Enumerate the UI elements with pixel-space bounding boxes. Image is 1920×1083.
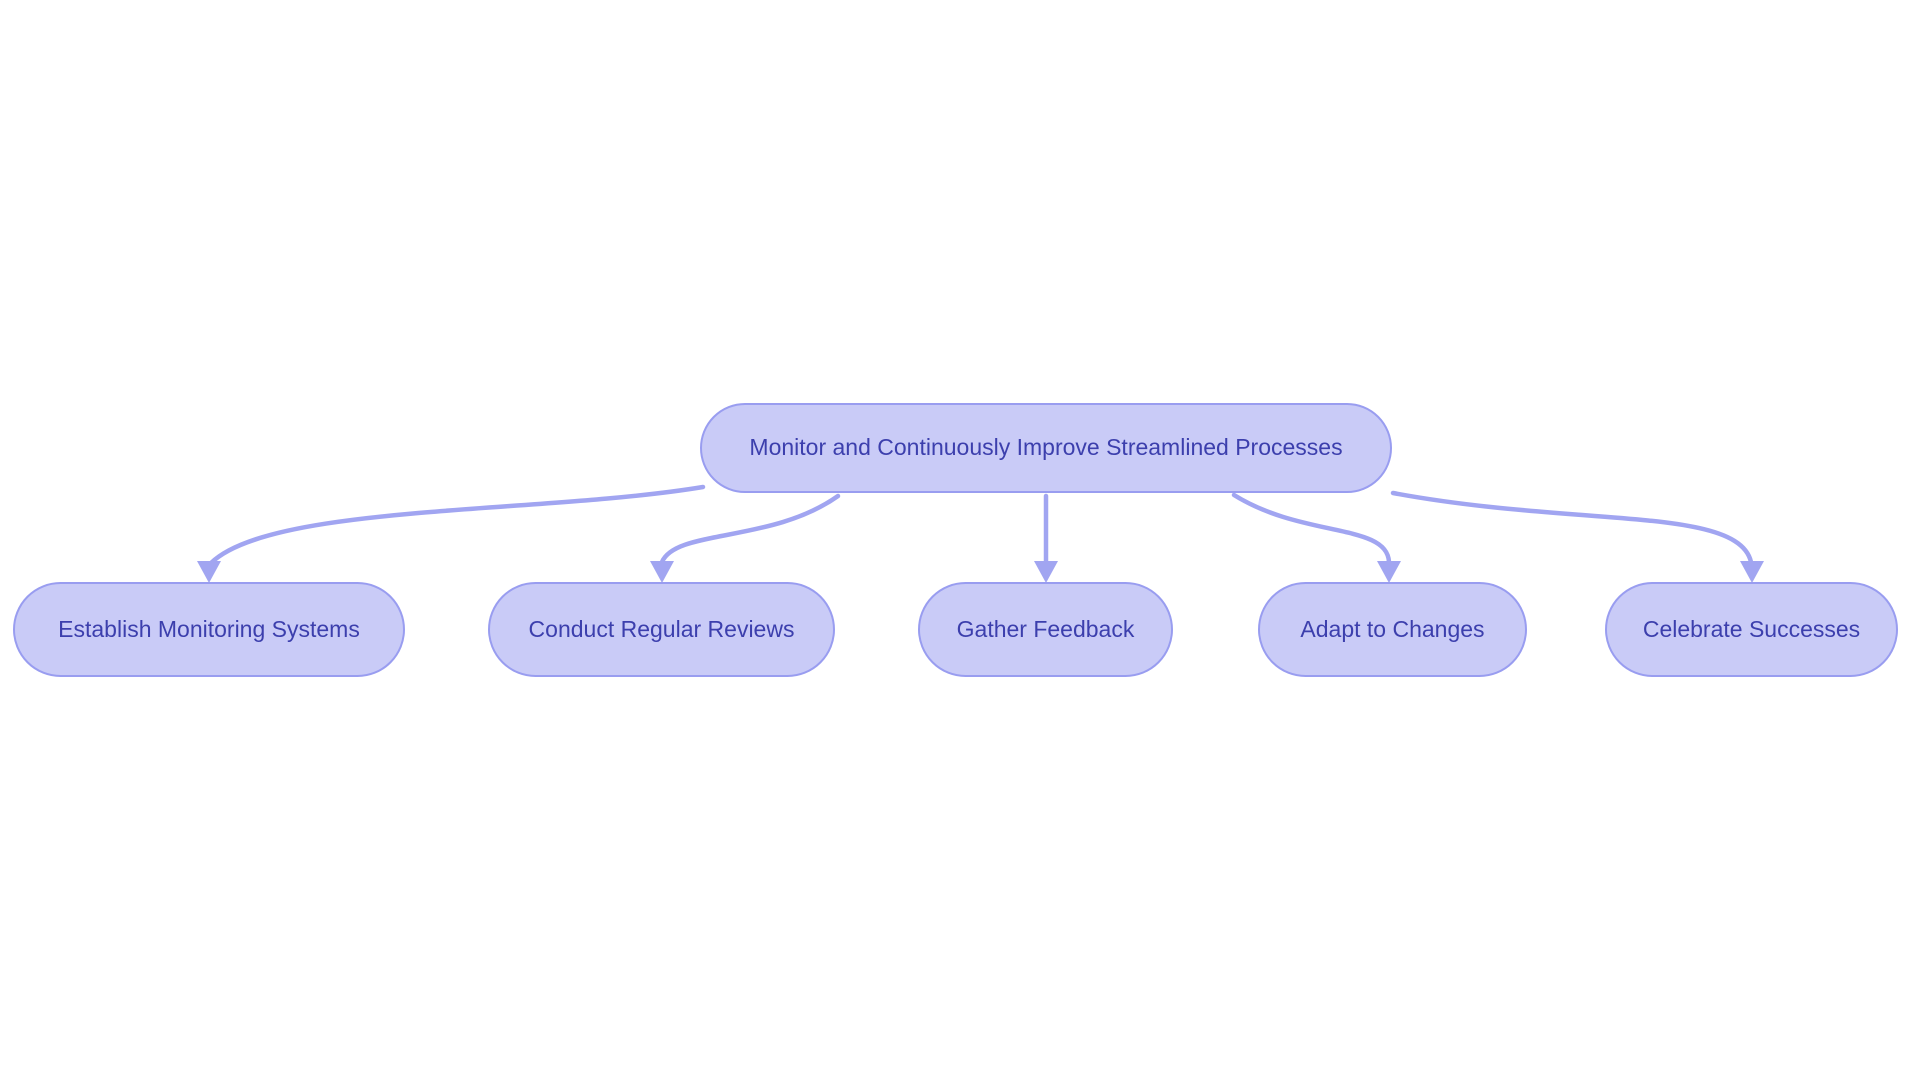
node-conduct-regular-reviews: Conduct Regular Reviews: [488, 582, 835, 677]
node-gather-feedback: Gather Feedback: [918, 582, 1173, 677]
arrowhead-icon: [197, 561, 221, 583]
node-establish-monitoring-systems: Establish Monitoring Systems: [13, 582, 405, 677]
edge-root-to-adapt-to-changes: [1231, 492, 1392, 565]
node-celebrate-successes: Celebrate Successes: [1605, 582, 1898, 677]
node-label: Establish Monitoring Systems: [58, 615, 360, 642]
node-label: Celebrate Successes: [1642, 615, 1861, 642]
edge-root-to-celebrate-successes: [1390, 490, 1754, 565]
edge-root-to-conduct-regular-reviews: [659, 493, 841, 565]
node-label: Monitor and Continuously Improve Streaml…: [749, 434, 1343, 461]
node-label: Gather Feedback: [956, 615, 1135, 642]
node-adapt-to-changes: Adapt to Changes: [1258, 582, 1527, 677]
node-monitor-improve: Monitor and Continuously Improve Streaml…: [700, 403, 1392, 493]
arrowhead-icon: [1034, 561, 1058, 583]
arrowhead-icon: [1377, 561, 1401, 583]
node-label: Adapt to Changes: [1300, 615, 1485, 642]
node-label: Conduct Regular Reviews: [528, 615, 795, 642]
arrowhead-icon: [1740, 561, 1764, 583]
arrowhead-icon: [650, 561, 674, 583]
edge-root-to-establish-monitoring-systems: [208, 484, 706, 566]
